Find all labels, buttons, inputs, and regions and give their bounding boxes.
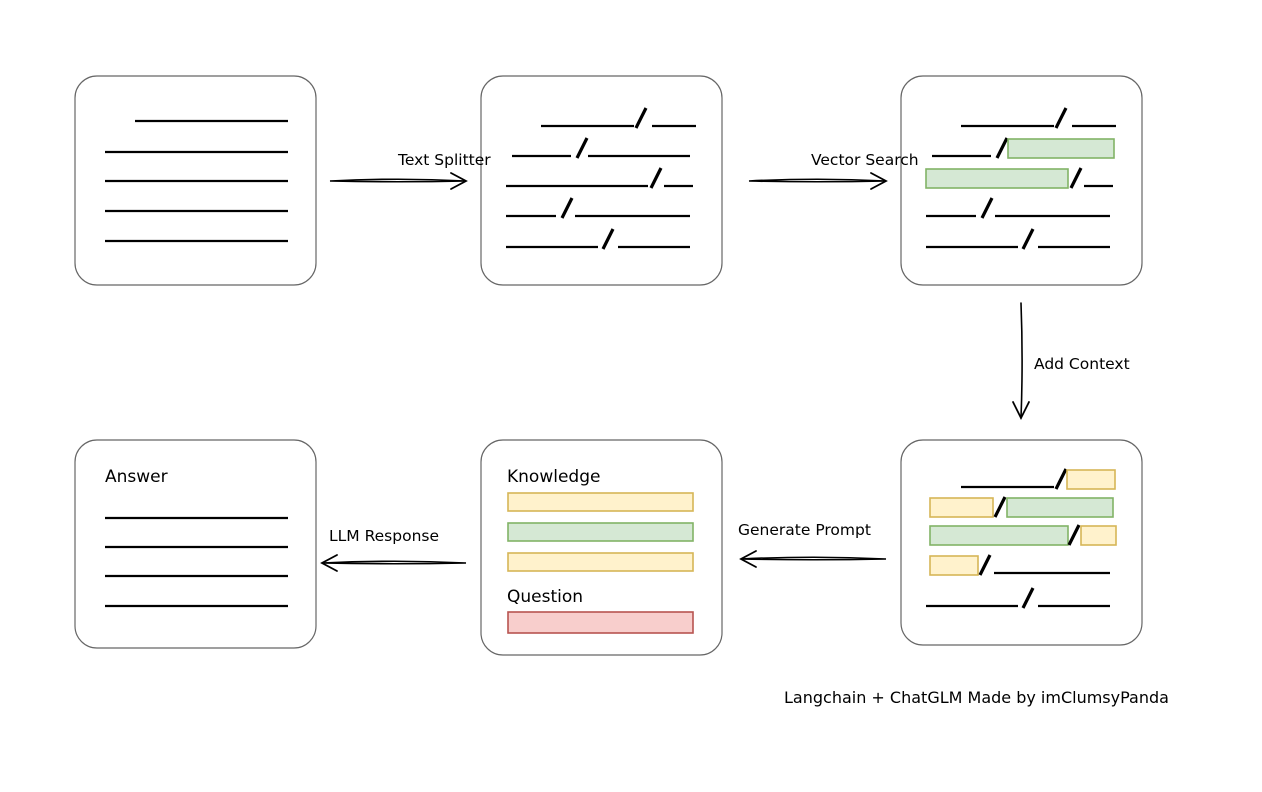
green-chunk[interactable]: [1007, 138, 1115, 159]
edge-shaft: [1020, 302, 1023, 419]
slash-separator: [634, 107, 648, 129]
edge-generate-prompt[interactable]: Generate Prompt: [738, 521, 887, 568]
slash-separator: [560, 197, 574, 219]
edge-add-context[interactable]: Add Context: [1012, 302, 1130, 421]
split-chunks-box-row-2: [512, 137, 690, 159]
split-chunks-box-frame: [480, 75, 723, 286]
green-chunk[interactable]: [925, 168, 1069, 189]
green-chunk[interactable]: [929, 525, 1069, 546]
answer-heading: Answer: [105, 467, 168, 487]
question-bar-1[interactable]: [507, 611, 694, 634]
slash-separator: [980, 197, 994, 219]
knowledge-bar-3[interactable]: [507, 552, 694, 572]
retrieved-chunks-box-row-3: [925, 167, 1113, 189]
retrieved-chunks-box-row-1: [961, 107, 1116, 129]
yellow-chunk[interactable]: [929, 555, 979, 576]
retrieved-chunks-box-row-5: [926, 228, 1110, 250]
edge-shaft: [748, 178, 887, 183]
split-chunks-box[interactable]: [480, 75, 723, 286]
edge-shaft: [321, 560, 467, 565]
green-chunk[interactable]: [1006, 497, 1114, 518]
slash-separator: [995, 137, 1009, 159]
edge-shaft: [740, 556, 887, 561]
edge-shaft: [329, 178, 467, 183]
edge-vector-search-label: Vector Search: [811, 151, 919, 169]
context-chunks-box-row-3: [929, 524, 1117, 546]
retrieved-chunks-box-row-4: [926, 197, 1110, 219]
split-chunks-box-row-1: [541, 107, 696, 129]
retrieved-chunks-box-row-2: [932, 137, 1115, 159]
slash-separator: [1021, 587, 1035, 609]
slash-separator: [978, 554, 992, 576]
edge-vector-search[interactable]: Vector Search: [748, 151, 919, 190]
edge-generate-prompt-label: Generate Prompt: [738, 521, 871, 539]
edge-add-context-label: Add Context: [1034, 355, 1130, 373]
source-document-box[interactable]: [74, 75, 317, 286]
slash-separator: [993, 496, 1007, 518]
knowledge-bar-2[interactable]: [507, 522, 694, 542]
answer-box-frame: [74, 439, 317, 649]
yellow-chunk[interactable]: [1066, 469, 1116, 490]
split-chunks-box-row-5: [506, 228, 690, 250]
context-chunks-box-row-2: [929, 496, 1114, 518]
slash-separator: [1054, 107, 1068, 129]
slash-separator: [575, 137, 589, 159]
slash-separator: [601, 228, 615, 250]
context-chunks-box[interactable]: [900, 439, 1143, 646]
edge-text-splitter-label: Text Splitter: [397, 151, 491, 169]
slash-separator: [1021, 228, 1035, 250]
arrowhead: [1012, 401, 1030, 421]
knowledge-heading: Knowledge: [507, 467, 600, 487]
context-chunks-box-row-5: [926, 587, 1110, 609]
edge-llm-response[interactable]: LLM Response: [320, 527, 467, 572]
yellow-chunk[interactable]: [1080, 525, 1117, 546]
slash-separator: [1069, 167, 1083, 189]
arrowhead: [450, 172, 468, 190]
split-chunks-box-row-4: [506, 197, 690, 219]
context-chunks-box-row-1: [961, 468, 1116, 490]
split-chunks-box-row-3: [506, 167, 693, 189]
edge-llm-response-label: LLM Response: [329, 527, 439, 545]
context-chunks-box-row-4: [929, 554, 1110, 576]
yellow-chunk[interactable]: [929, 497, 994, 518]
slash-separator: [1067, 524, 1081, 546]
edge-text-splitter[interactable]: Text Splitter: [329, 151, 491, 190]
knowledge-bar-1[interactable]: [507, 492, 694, 512]
footer-credit: Langchain + ChatGLM Made by imClumsyPand…: [784, 688, 1169, 707]
slash-separator: [1054, 468, 1068, 490]
arrowhead: [739, 550, 757, 568]
question-heading: Question: [507, 587, 583, 607]
arrowhead: [320, 554, 338, 572]
slash-separator: [649, 167, 663, 189]
answer-box[interactable]: Answer: [74, 439, 317, 649]
retrieved-chunks-box[interactable]: [900, 75, 1143, 286]
arrowhead: [870, 172, 888, 190]
